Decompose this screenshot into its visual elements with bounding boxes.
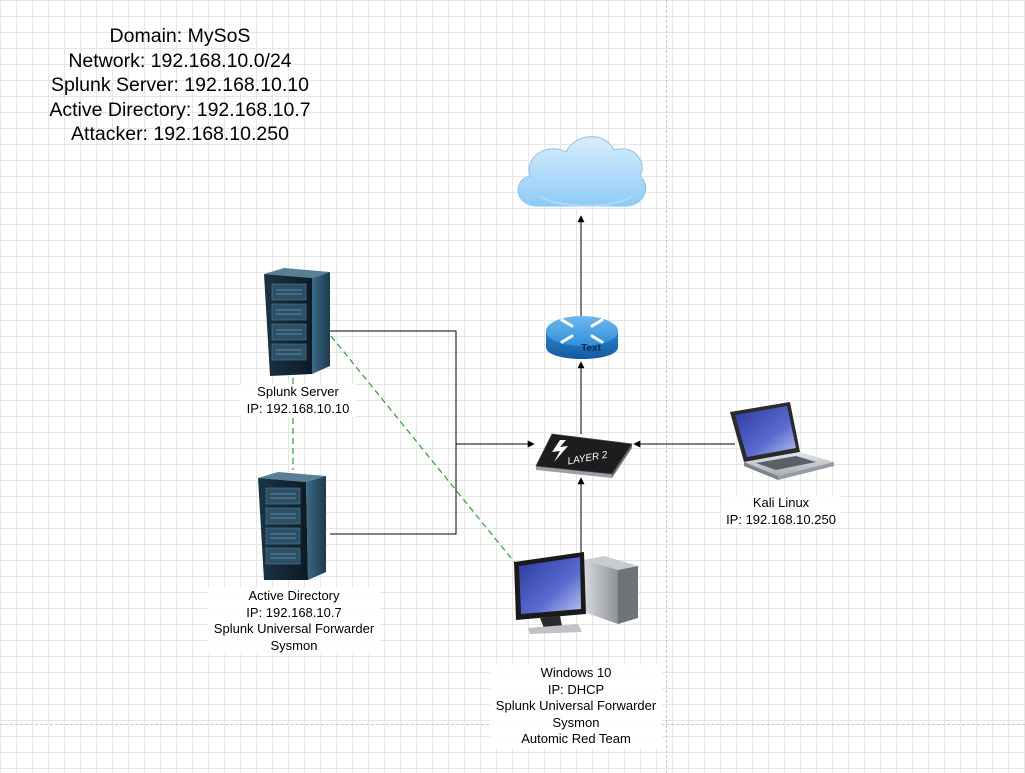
active-directory-name: Active Directory — [248, 588, 340, 603]
windows-10-name: Windows 10 — [540, 665, 612, 680]
network-text: Network: 192.168.10.0/24 — [68, 49, 292, 72]
active-directory-text: Active Directory: 192.168.10.7 — [49, 98, 311, 121]
log-forwarding-links — [292, 335, 516, 564]
windows-10-ip: IP: DHCP — [547, 681, 605, 697]
active-directory-agent: Splunk Universal Forwarder — [213, 621, 375, 636]
splunk-server-name: Splunk Server — [257, 384, 339, 399]
active-directory-ip: IP: 192.168.10.7 — [246, 604, 342, 620]
router-label: Text — [581, 343, 601, 354]
splunk-server-ip: IP: 192.168.10.10 — [246, 400, 350, 416]
splunk-server-rack-icon[interactable] — [264, 268, 330, 376]
windows-10-extra: Automic Red Team — [521, 731, 631, 746]
active-directory-rack-icon[interactable] — [258, 472, 326, 580]
active-directory-label: Active Directory IP: 192.168.10.7 Splunk… — [208, 588, 380, 654]
desktop-pc-icon[interactable] — [514, 552, 638, 634]
windows-10-label: Windows 10 IP: DHCP Splunk Universal For… — [490, 665, 662, 748]
splunk-server-label: Splunk Server IP: 192.168.10.10 — [240, 384, 356, 417]
active-directory-sysmon: Sysmon — [270, 637, 318, 653]
cloud-icon[interactable] — [517, 136, 647, 207]
layer2-switch-icon[interactable]: LAYER 2 — [535, 433, 633, 478]
windows-10-sysmon: Sysmon — [552, 714, 600, 730]
router-icon[interactable]: Text — [546, 316, 618, 359]
splunk-server-text: Splunk Server: 192.168.10.10 — [50, 74, 309, 96]
laptop-icon[interactable] — [730, 402, 834, 480]
windows-10-agent: Splunk Universal Forwarder — [495, 698, 657, 713]
page-break-vertical — [666, 0, 667, 773]
network-info: Domain: MySoS Network: 192.168.10.0/24 S… — [30, 24, 330, 147]
kali-linux-name: Kali Linux — [752, 495, 810, 510]
attacker-text: Attacker: 192.168.10.250 — [71, 123, 289, 145]
domain-text: Domain: MySoS — [109, 25, 251, 47]
kali-linux-label: Kali Linux IP: 192.168.10.250 — [721, 495, 841, 528]
kali-linux-ip: IP: 192.168.10.250 — [726, 511, 836, 527]
connections — [330, 215, 735, 556]
